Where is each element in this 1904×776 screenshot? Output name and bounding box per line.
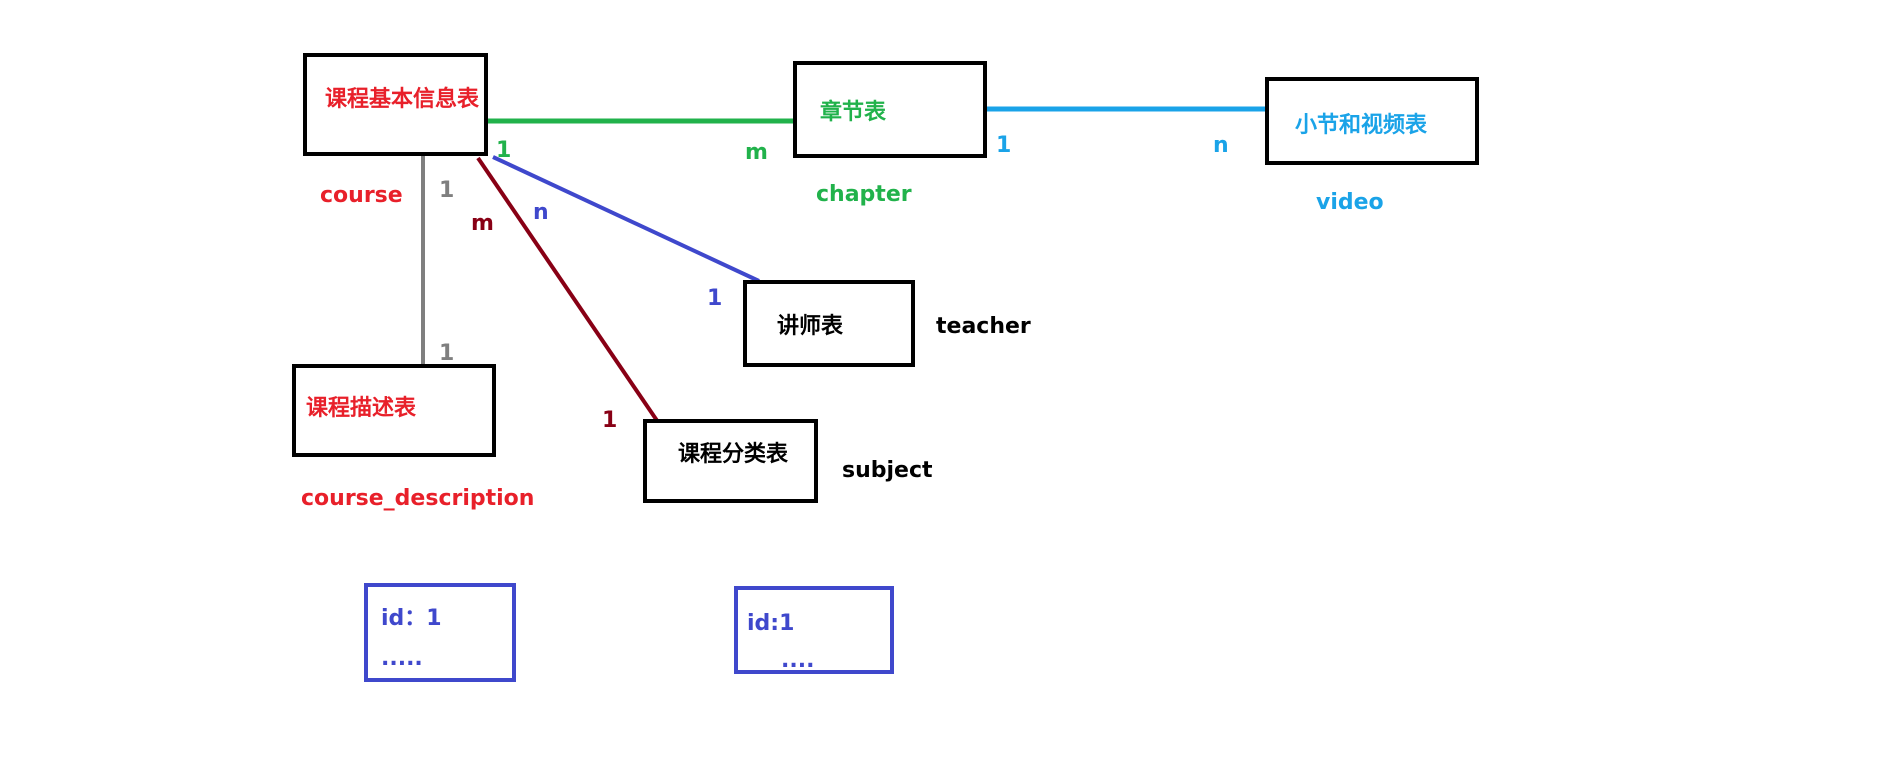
table-chapter: 章节表: [793, 61, 987, 158]
table-teacher-cn: 讲师表: [777, 313, 844, 339]
table-chapter-en: chapter: [816, 182, 912, 207]
table-video-cn: 小节和视频表: [1295, 112, 1428, 138]
card-chapter-video-to: n: [1213, 133, 1229, 158]
line-course-teacher: [492, 155, 760, 283]
example-left: id：1 .....: [364, 583, 516, 682]
card-course-teacher-to: 1: [707, 286, 722, 311]
table-video-box: [1265, 77, 1479, 165]
table-course: 课程基本信息表: [303, 53, 488, 156]
table-description: 课程描述表: [292, 364, 496, 457]
card-course-subject-from: m: [471, 211, 494, 236]
card-course-chapter-from: 1: [496, 138, 511, 163]
card-course-teacher-from: n: [533, 200, 549, 225]
card-course-chapter-to: m: [745, 140, 768, 165]
table-video: 小节和视频表: [1265, 77, 1479, 165]
table-chapter-cn: 章节表: [820, 99, 887, 125]
example-left-line2: .....: [381, 646, 423, 671]
example-right-line2: ....: [781, 648, 814, 673]
example-left-line1: id：1: [381, 606, 442, 631]
table-description-en: course_description: [301, 486, 534, 511]
line-course-subject: [476, 156, 662, 427]
table-video-en: video: [1316, 190, 1384, 215]
card-course-description-to: 1: [439, 341, 454, 366]
table-subject-cn: 课程分类表: [678, 442, 789, 467]
table-teacher: 讲师表: [743, 280, 915, 367]
table-course-cn: 课程基本信息表: [325, 86, 480, 112]
card-course-description-from: 1: [439, 178, 454, 203]
card-course-subject-to: 1: [602, 408, 617, 433]
table-chapter-box: [793, 61, 987, 158]
example-left-box: [364, 583, 516, 682]
table-description-cn: 课程描述表: [306, 396, 417, 421]
table-teacher-en: teacher: [936, 314, 1031, 339]
table-teacher-box: [743, 280, 915, 367]
example-right-line1: id:1: [747, 611, 794, 636]
card-chapter-video-from: 1: [996, 133, 1011, 158]
table-subject: 课程分类表: [643, 419, 818, 503]
table-course-box: [303, 53, 488, 156]
table-subject-box: [643, 419, 818, 503]
table-subject-en: subject: [842, 458, 933, 483]
example-right-box: [734, 586, 894, 674]
table-description-box: [292, 364, 496, 457]
table-course-en: course: [320, 183, 403, 208]
example-right: id:1 ....: [734, 586, 894, 674]
